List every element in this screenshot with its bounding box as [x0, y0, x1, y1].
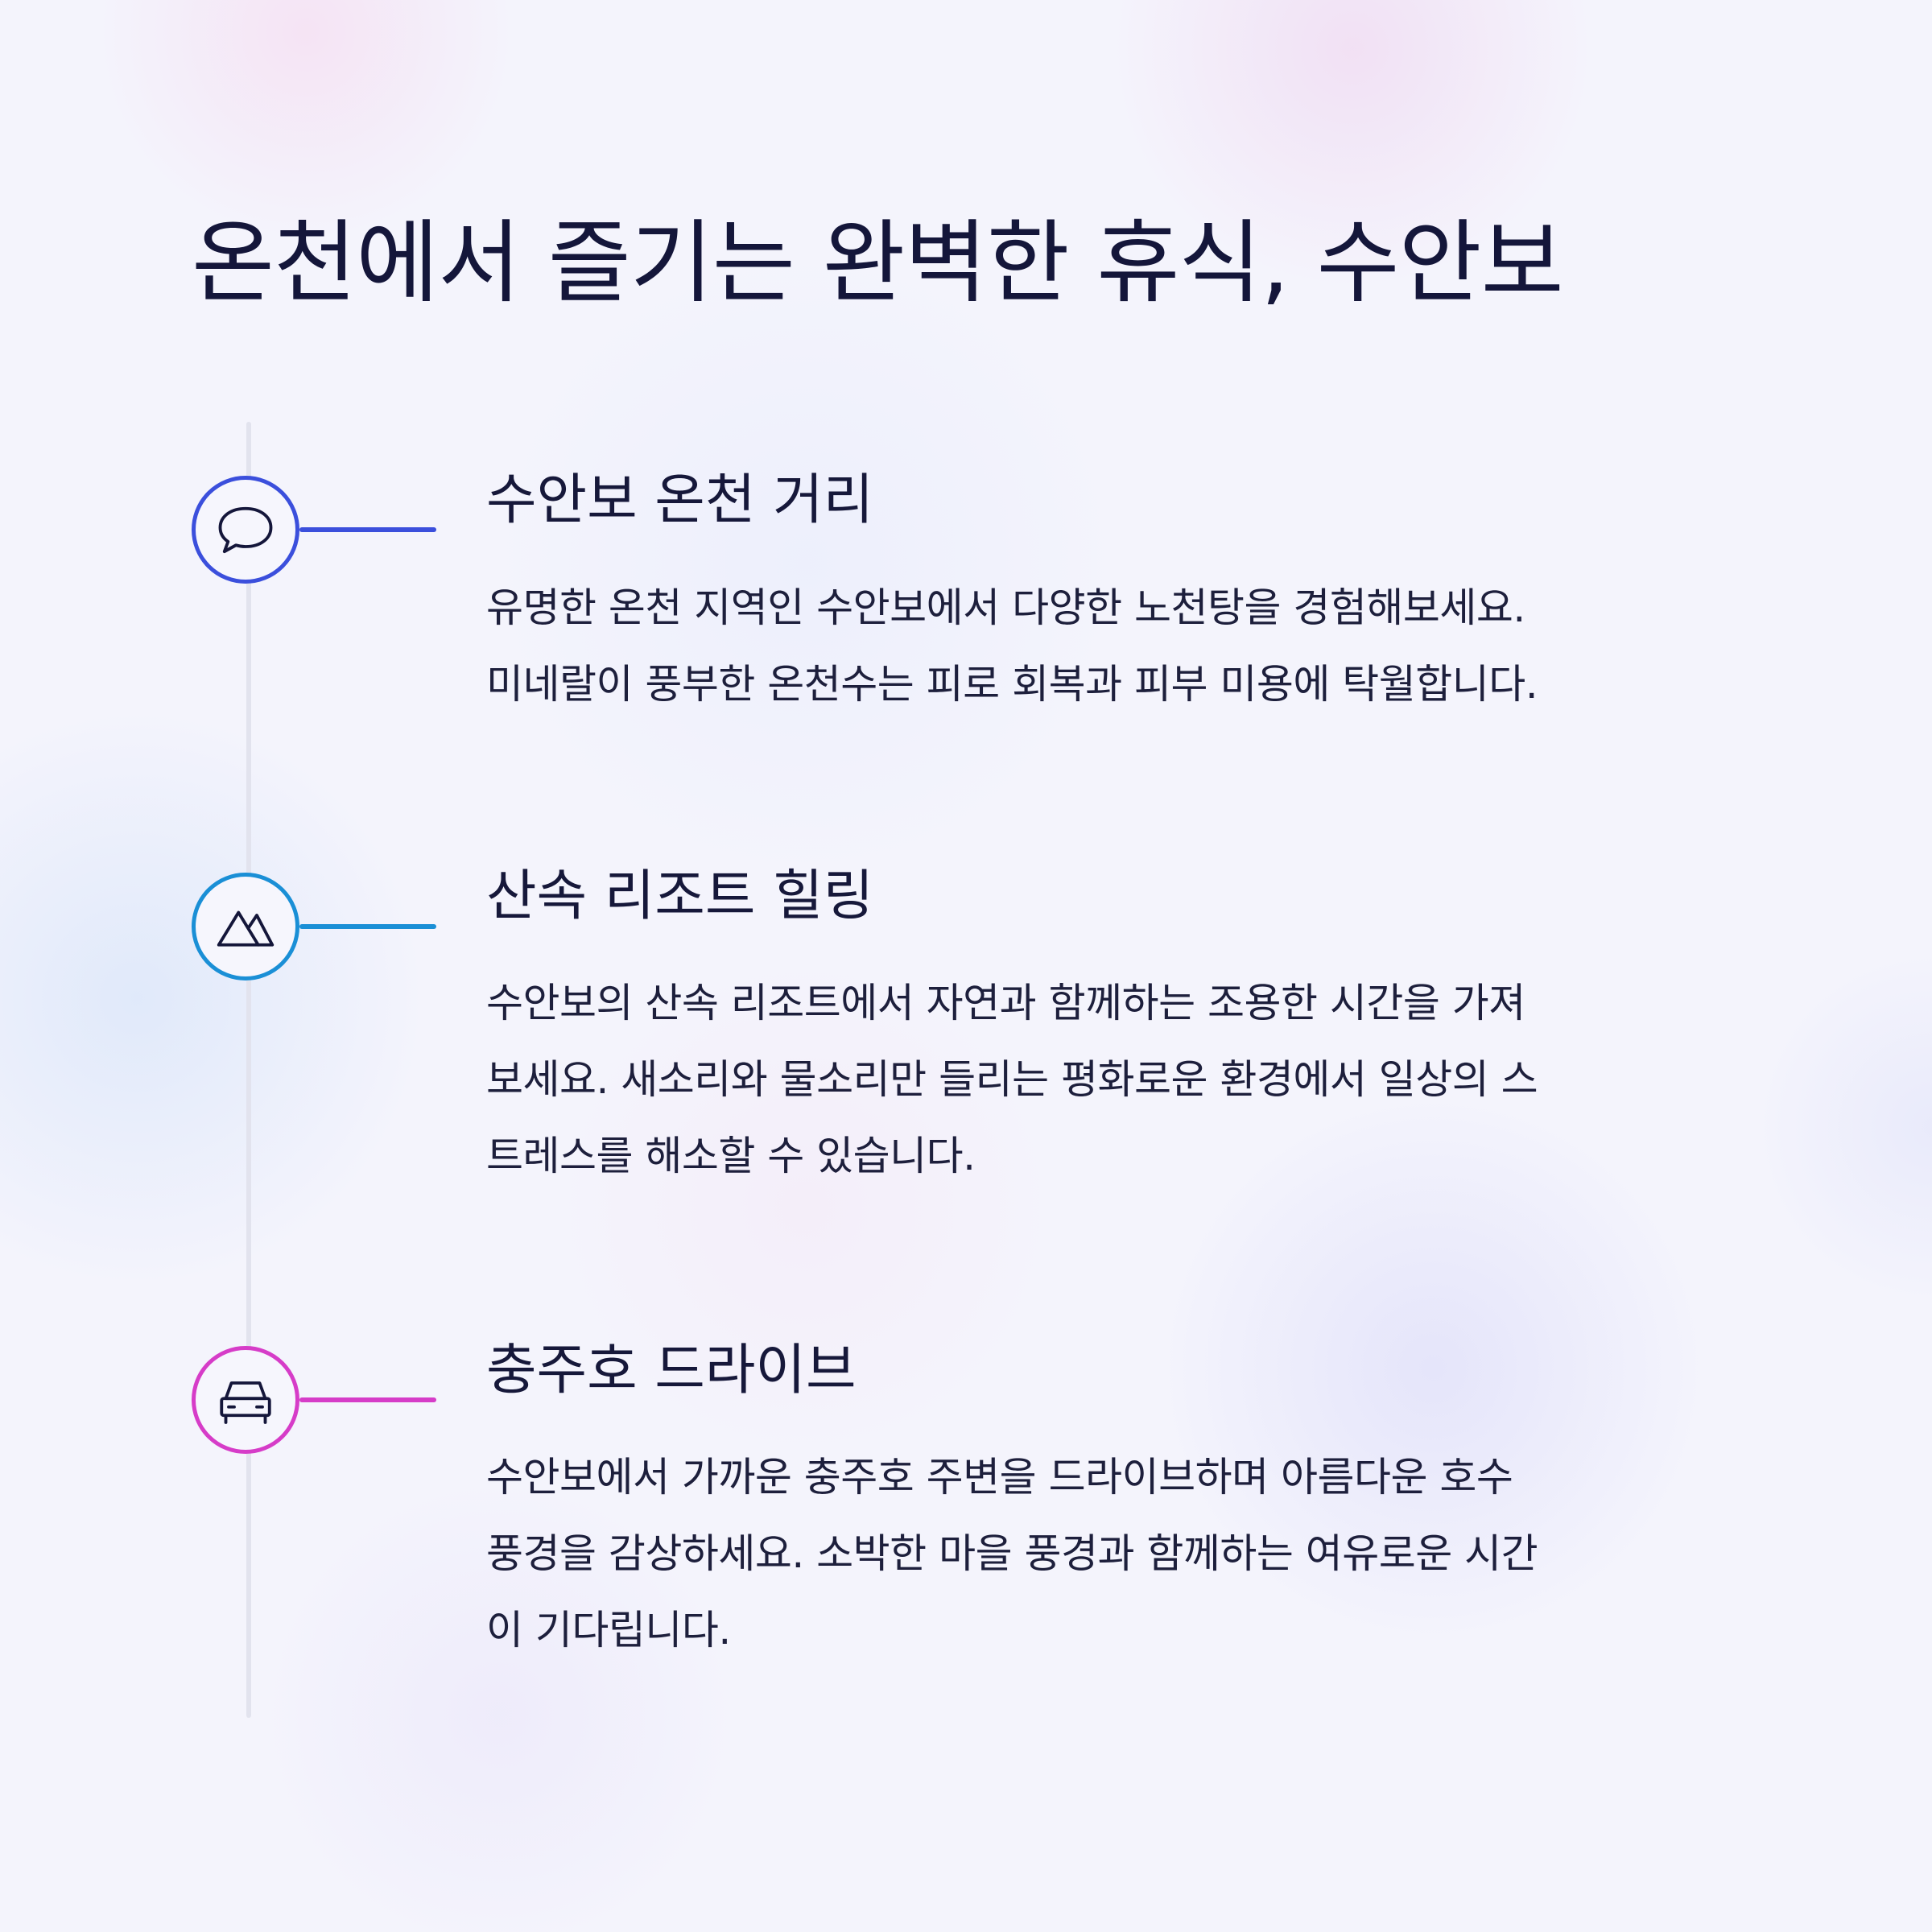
timeline-node-1: [192, 476, 299, 584]
item-title-2: 산속 리조트 힐링: [486, 865, 874, 928]
item-description-3: 수안보에서 가까운 충주호 주변을 드라이브하며 아름다운 호수 풍경을 감상하…: [486, 1439, 1742, 1669]
item-description-line: 수안보의 산속 리조트에서 자연과 함께하는 조용한 시간을 가져: [486, 980, 1525, 1026]
item-title-1: 수안보 온천 거리: [486, 469, 874, 532]
item-description-line: 미네랄이 풍부한 온천수는 피로 회복과 피부 미용에 탁월합니다.: [486, 661, 1538, 708]
timeline-node-2: [192, 873, 299, 980]
item-description-line: 이 기다립니다.: [486, 1607, 731, 1653]
timeline-rail: [246, 422, 251, 1718]
page-title: 온천에서 즐기는 완벽한 휴식, 수안보: [192, 211, 1564, 316]
item-description-line: 유명한 온천 지역인 수안보에서 다양한 노천탕을 경험해보세요.: [486, 584, 1525, 631]
timeline-connector-1: [299, 527, 436, 532]
item-description-line: 보세요. 새소리와 물소리만 들리는 평화로운 환경에서 일상의 스: [486, 1056, 1538, 1103]
item-description-line: 수안보에서 가까운 충주호 주변을 드라이브하며 아름다운 호수: [486, 1454, 1513, 1501]
timeline-connector-2: [299, 924, 436, 929]
car-icon: [220, 1381, 271, 1424]
item-title-3: 충주호 드라이브: [486, 1339, 857, 1402]
item-description-1: 유명한 온천 지역인 수안보에서 다양한 노천탕을 경험해보세요. 미네랄이 풍…: [486, 570, 1742, 723]
item-description-line: 트레스를 해소할 수 있습니다.: [486, 1133, 976, 1179]
mountain-icon: [217, 910, 275, 947]
speech-bubble-icon: [218, 506, 273, 554]
timeline-connector-3: [299, 1397, 436, 1402]
item-description-2: 수안보의 산속 리조트에서 자연과 함께하는 조용한 시간을 가져 보세요. 새…: [486, 965, 1742, 1195]
item-description-line: 풍경을 감상하세요. 소박한 마을 풍경과 함께하는 여유로운 시간: [486, 1530, 1538, 1577]
timeline-node-3: [192, 1346, 299, 1454]
